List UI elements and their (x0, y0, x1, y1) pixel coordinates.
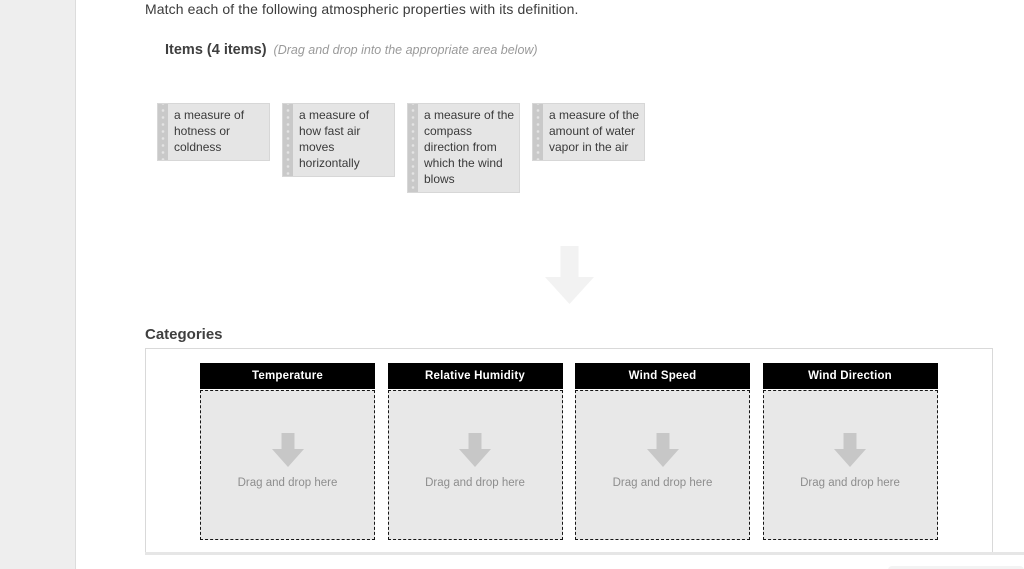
dropzone-temperature[interactable]: Drag and drop here (200, 390, 375, 540)
category-header: Wind Direction (762, 363, 938, 389)
category-wind-direction: Wind Direction Drag and drop here (762, 363, 938, 553)
drop-down-arrow-icon (271, 433, 304, 467)
items-section-heading: Items (4 items) (Drag and drop into the a… (165, 42, 538, 58)
section-divider (145, 552, 1024, 555)
drag-handle-icon[interactable] (533, 104, 543, 160)
draggable-item-humidity-definition[interactable]: a measure of the amount of water vapor i… (532, 103, 645, 161)
items-drag-hint: (Drag and drop into the appropriate area… (273, 43, 538, 57)
dropzone-relative-humidity[interactable]: Drag and drop here (387, 390, 563, 540)
dropzone-wind-speed[interactable]: Drag and drop here (575, 390, 750, 540)
draggable-item-wind-speed-definition[interactable]: a measure of how fast air moves horizont… (282, 103, 395, 177)
items-heading-label: Items (4 items) (165, 42, 267, 58)
draggable-item-temperature-definition[interactable]: a measure of hotness or coldness (157, 103, 270, 161)
item-text: a measure of how fast air moves horizont… (299, 108, 370, 170)
category-wind-speed: Wind Speed Drag and drop here (575, 363, 750, 553)
item-text: a measure of the compass direction from … (424, 108, 515, 186)
category-header: Relative Humidity (387, 363, 563, 389)
draggable-items-row: a measure of hotness or coldness a measu… (157, 103, 645, 193)
drag-handle-icon[interactable] (283, 104, 293, 176)
draggable-item-wind-direction-definition[interactable]: a measure of the compass direction from … (407, 103, 520, 193)
drop-down-arrow-icon (646, 433, 679, 467)
dropzone-placeholder: Drag and drop here (237, 477, 338, 489)
item-text: a measure of hotness or coldness (174, 108, 245, 154)
category-relative-humidity: Relative Humidity Drag and drop here (387, 363, 563, 553)
dropzone-placeholder: Drag and drop here (425, 477, 525, 489)
category-temperature: Temperature Drag and drop here (200, 363, 375, 553)
drag-handle-icon[interactable] (408, 104, 418, 192)
category-header: Wind Speed (575, 363, 750, 389)
dropzone-placeholder: Drag and drop here (612, 477, 713, 489)
dropzone-placeholder: Drag and drop here (800, 477, 900, 489)
drop-down-arrow-icon (834, 433, 866, 467)
question-instruction: Match each of the following atmospheric … (145, 1, 579, 17)
drop-down-arrow-icon (459, 433, 491, 467)
categories-container: Temperature Drag and drop here Relative … (145, 348, 993, 554)
big-down-arrow-icon (545, 246, 594, 304)
item-text: a measure of the amount of water vapor i… (549, 108, 640, 154)
category-header: Temperature (200, 363, 375, 389)
dropzone-wind-direction[interactable]: Drag and drop here (762, 390, 938, 540)
categories-section-heading: Categories (145, 326, 223, 343)
drag-handle-icon[interactable] (158, 104, 168, 160)
offscreen-element-edge (888, 566, 1024, 569)
left-sidebar-panel (0, 0, 76, 569)
